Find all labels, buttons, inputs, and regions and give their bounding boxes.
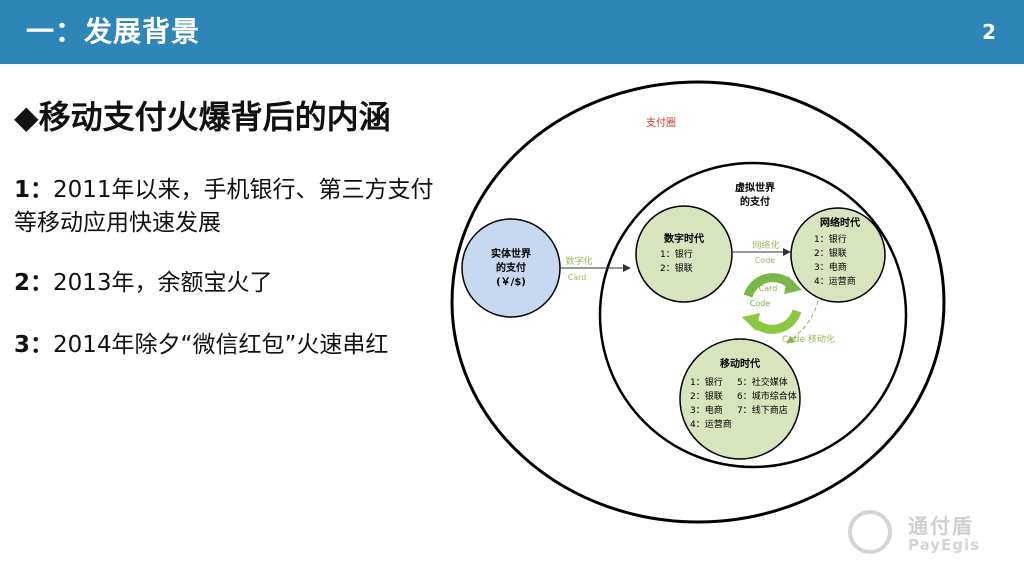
mobile-era-right-6: 6：城市综合体	[737, 390, 797, 402]
main-heading: ◆移动支付火爆背后的内涵	[14, 98, 391, 136]
mobile-era-left-2: 2：银联	[690, 390, 723, 402]
digital-era-item-2: 2：银联	[660, 262, 693, 274]
network-era-title: 网络时代	[820, 216, 860, 229]
point-2-num: 2：	[14, 270, 54, 296]
point-2-text: 2013年，余额宝火了	[53, 270, 273, 296]
title-bar: 一：发展背景 2	[0, 0, 1024, 64]
physical-line-2: 的支付	[496, 261, 526, 274]
arrow-mobile-label: Code 移动化	[782, 333, 835, 345]
section-title: 一：发展背景	[26, 15, 201, 48]
mobile-era-left-3: 3：电商	[690, 404, 723, 416]
physical-line-1: 实体世界	[491, 247, 531, 260]
point-3-num: 3：	[14, 332, 54, 358]
arrow-digitize-top: 数字化	[565, 255, 592, 267]
network-era-item-1: 1：银行	[814, 233, 847, 245]
point-3: 3：2014年除夕“微信红包”火速串红	[14, 329, 444, 362]
physical-world-node	[461, 218, 561, 318]
point-1: 1：2011年以来，手机银行、第三方支付等移动应用快速发展	[14, 174, 444, 240]
network-era-item-4: 4：运营商	[814, 275, 856, 287]
arrow-digitize-bottom: Card	[568, 273, 587, 282]
digital-era-node	[635, 205, 733, 303]
mobile-era-left-1: 1：银行	[690, 376, 723, 388]
card-code-cycle-icon	[742, 273, 802, 334]
page-number: 2	[982, 20, 996, 44]
mobile-era-left-4: 4：运营商	[690, 418, 732, 430]
digital-era-item-1: 1：银行	[660, 248, 693, 260]
mobile-era-right-7: 7：线下商店	[737, 404, 788, 416]
mobile-era-node	[679, 338, 801, 460]
network-era-item-3: 3：电商	[814, 261, 847, 273]
virtual-world-label-1: 虚拟世界	[735, 181, 775, 194]
virtual-world-label-2: 的支付	[740, 195, 770, 208]
outer-payment-circle	[450, 80, 946, 524]
arrow-network-top: 网络化	[752, 239, 779, 251]
point-3-text: 2014年除夕“微信红包”火速串红	[53, 332, 389, 358]
shield-logo-icon	[848, 510, 892, 554]
digital-era-title: 数字时代	[664, 232, 704, 245]
point-1-text: 2011年以来，手机银行、第三方支付等移动应用快速发展	[14, 177, 434, 236]
logo-cn-text: 通付盾	[908, 514, 974, 538]
network-era-item-2: 2：银联	[814, 247, 847, 259]
payegis-logo: 通付盾 PayEgis	[848, 508, 1000, 558]
point-1-num: 1：	[14, 177, 54, 203]
network-era-node	[790, 207, 886, 303]
arrow-network-bottom: Code	[755, 256, 776, 265]
mobile-era-right-5: 5：社交媒体	[737, 376, 788, 388]
mobile-era-title: 移动时代	[720, 357, 760, 370]
cycle-code-label: Code	[750, 299, 771, 308]
outer-circle-label: 支付圈	[646, 116, 676, 129]
logo-en-text: PayEgis	[908, 536, 981, 554]
virtual-world-circle	[598, 161, 908, 469]
cycle-card-label: Card	[759, 284, 778, 293]
physical-line-3: (￥/$)	[496, 277, 526, 288]
point-2: 2：2013年，余额宝火了	[14, 267, 444, 300]
